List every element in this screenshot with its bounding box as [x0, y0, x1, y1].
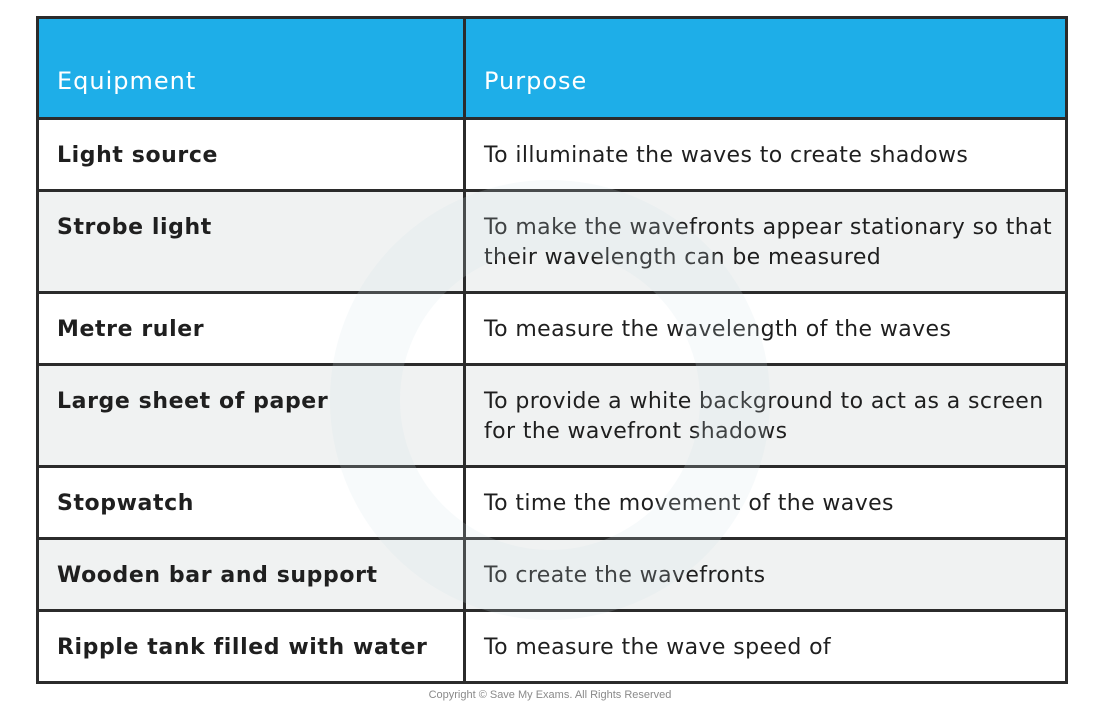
header-equipment: Equipment — [36, 16, 466, 120]
table-row: Large sheet of paper To provide a white … — [36, 363, 1068, 468]
equipment-cell: Large sheet of paper — [36, 363, 466, 468]
equipment-cell: Metre ruler — [36, 291, 466, 366]
table-row: Light source To illuminate the waves to … — [36, 117, 1068, 192]
equipment-table: Equipment Purpose Light source To illumi… — [36, 16, 1068, 684]
table-row: Strobe light To make the wavefronts appe… — [36, 189, 1068, 294]
table-row: Wooden bar and support To create the wav… — [36, 537, 1068, 612]
equipment-cell: Ripple tank filled with water — [36, 609, 466, 684]
equipment-cell: Strobe light — [36, 189, 466, 294]
header-purpose: Purpose — [463, 16, 1068, 120]
table-row: Metre ruler To measure the wavelength of… — [36, 291, 1068, 366]
equipment-cell: Light source — [36, 117, 466, 192]
purpose-cell: To make the wavefronts appear stationary… — [463, 189, 1068, 294]
equipment-cell: Stopwatch — [36, 465, 466, 540]
table-row: Ripple tank filled with water To measure… — [36, 609, 1068, 684]
purpose-cell: To measure the wave speed of — [463, 609, 1068, 684]
copyright-notice: Copyright © Save My Exams. All Rights Re… — [428, 689, 672, 701]
purpose-cell: To illuminate the waves to create shadow… — [463, 117, 1068, 192]
purpose-cell: To measure the wavelength of the waves — [463, 291, 1068, 366]
purpose-cell: To time the movement of the waves — [463, 465, 1068, 540]
table-row: Stopwatch To time the movement of the wa… — [36, 465, 1068, 540]
table-header-row: Equipment Purpose — [36, 16, 1068, 120]
equipment-cell: Wooden bar and support — [36, 537, 466, 612]
purpose-cell: To create the wavefronts — [463, 537, 1068, 612]
purpose-cell: To provide a white background to act as … — [463, 363, 1068, 468]
